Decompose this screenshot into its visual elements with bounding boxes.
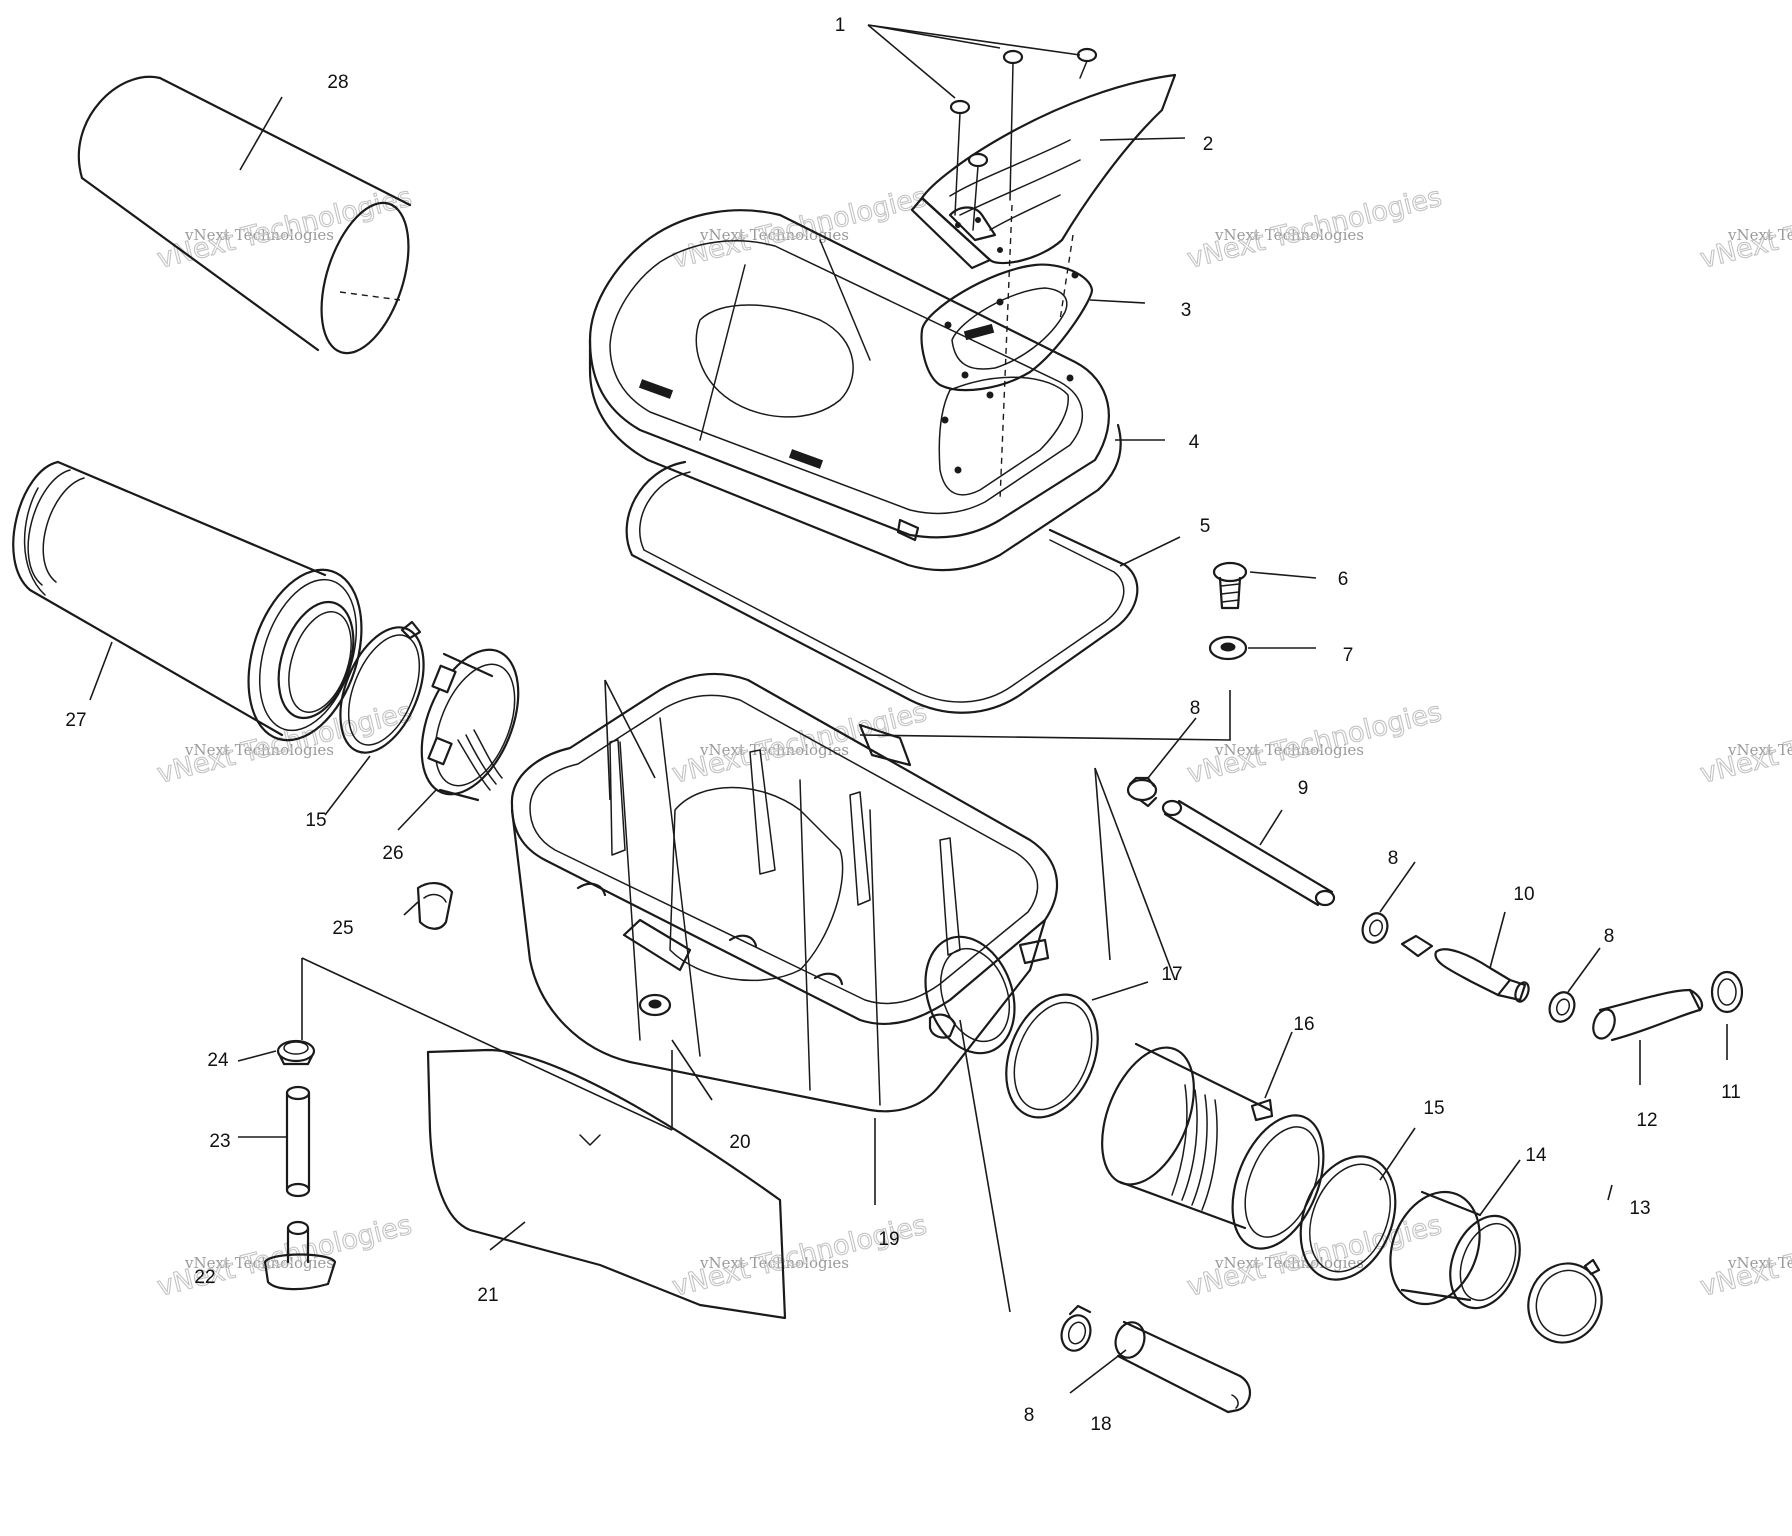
part-7-washer — [1208, 635, 1248, 661]
watermark-text: vNext Technologies — [699, 1254, 849, 1272]
callout-8a: 8 — [1190, 698, 1201, 719]
callout-17: 17 — [1161, 964, 1182, 985]
part-22-drain-valve — [263, 1220, 337, 1291]
watermark-text: vNext Technologies — [1727, 741, 1792, 759]
part-16-intake-boot — [1101, 1042, 1325, 1250]
watermark-text: vNext Technologies — [184, 226, 334, 244]
part-21-cover-plate — [426, 1048, 787, 1320]
watermark: vNext Technologies vNext Technologies — [669, 1209, 931, 1303]
part-26-threaded-adapter — [420, 648, 520, 802]
watermark: vNext Technologies vNext Technologies — [154, 181, 416, 275]
watermark: vNext Technologies vNext Technologies — [1184, 696, 1446, 790]
callout-13: 13 — [1629, 1198, 1650, 1219]
part-15-lower-clamp — [1299, 1155, 1397, 1281]
watermark-text: vNext Technologies — [1214, 741, 1364, 759]
part-8-clamp-right — [1548, 991, 1576, 1023]
part-11-clamp — [1710, 970, 1744, 1014]
callout-numbers: 1 2 3 4 5 6 7 8 9 8 10 8 11 12 13 14 15 … — [65, 15, 1740, 1435]
part-10-check-valve — [1400, 934, 1530, 1003]
leader-lines — [89, 24, 1728, 1394]
watermark-text: vNext Technologies — [699, 741, 849, 759]
callout-21: 21 — [477, 1285, 498, 1306]
part-8-clamp-middle — [1361, 912, 1389, 944]
part-5-lid-seal — [625, 460, 1139, 714]
part-4-airbox-lid — [588, 209, 1122, 572]
part-13-clamp — [1527, 1258, 1603, 1344]
callout-15a: 15 — [305, 810, 326, 831]
callout-12: 12 — [1636, 1110, 1657, 1131]
watermark-text: vNext Technologies — [184, 1254, 334, 1272]
callout-15b: 15 — [1423, 1098, 1444, 1119]
callout-22: 22 — [194, 1267, 215, 1288]
part-27-air-filter — [12, 460, 363, 742]
callout-8c: 8 — [1604, 926, 1615, 947]
callout-25: 25 — [332, 918, 353, 939]
part-15-upper-clamp — [339, 620, 425, 754]
part-1-screws — [949, 47, 1098, 231]
callout-24: 24 — [207, 1050, 229, 1071]
watermark: vNext Technologies vNext Technologies — [669, 181, 931, 275]
callout-14: 14 — [1525, 1145, 1547, 1166]
callout-5: 5 — [1200, 516, 1211, 537]
part-17-o-ring — [1005, 993, 1099, 1119]
watermark-text: vNext Technologies — [1727, 226, 1792, 244]
callout-28: 28 — [327, 72, 348, 93]
watermark-text: vNext Technologies — [1727, 1254, 1792, 1272]
part-12-hose — [1592, 988, 1704, 1042]
watermark-text: vNext Technologies — [1214, 1254, 1364, 1272]
callout-8d: 8 — [1024, 1405, 1035, 1426]
alignment-lines — [301, 204, 1231, 1131]
part-8-clamp-upper — [1126, 776, 1158, 808]
callout-7: 7 — [1343, 645, 1354, 666]
part-8-clamp-bottom — [1060, 1304, 1092, 1352]
part-3-gasket-plate — [920, 263, 1094, 392]
callout-1: 1 — [835, 15, 846, 36]
callout-9: 9 — [1298, 778, 1309, 799]
part-6-bolt — [1212, 561, 1248, 610]
callout-26: 26 — [382, 843, 403, 864]
callout-8b: 8 — [1388, 848, 1399, 869]
callout-2: 2 — [1203, 134, 1214, 155]
callout-27: 27 — [65, 710, 86, 731]
part-28-prefilter-sleeve — [77, 75, 412, 355]
watermark: vNext Technologies vNext Technologies — [1697, 181, 1792, 275]
callout-10: 10 — [1513, 884, 1534, 905]
watermarks: vNext Technologies vNext Technologies vN… — [154, 181, 1792, 1303]
watermark: vNext Technologies vNext Technologies — [1184, 181, 1446, 275]
part-24-clamp — [276, 1039, 316, 1066]
callout-6: 6 — [1338, 569, 1349, 590]
part-18-hose — [1114, 1320, 1251, 1414]
callout-16: 16 — [1293, 1014, 1314, 1035]
watermark-text: vNext Technologies — [1214, 226, 1364, 244]
watermark: vNext Technologies vNext Technologies — [1697, 1209, 1792, 1303]
callout-18: 18 — [1090, 1414, 1111, 1435]
part-25-clip — [416, 882, 454, 930]
callout-23: 23 — [209, 1131, 230, 1152]
callout-4: 4 — [1189, 432, 1200, 453]
watermark: vNext Technologies vNext Technologies — [1697, 696, 1792, 790]
watermark: vNext Technologies vNext Technologies — [669, 696, 931, 790]
callout-20: 20 — [729, 1132, 750, 1153]
callout-11: 11 — [1721, 1082, 1741, 1103]
callout-3: 3 — [1181, 300, 1192, 321]
callout-19: 19 — [878, 1229, 899, 1250]
watermark-text: vNext Technologies — [184, 741, 334, 759]
part-23-drain-hose — [285, 1085, 311, 1198]
part-19-airbox-base — [510, 672, 1059, 1113]
part-9-breather-hose — [1161, 799, 1336, 907]
part-14-boot — [1389, 1190, 1521, 1310]
